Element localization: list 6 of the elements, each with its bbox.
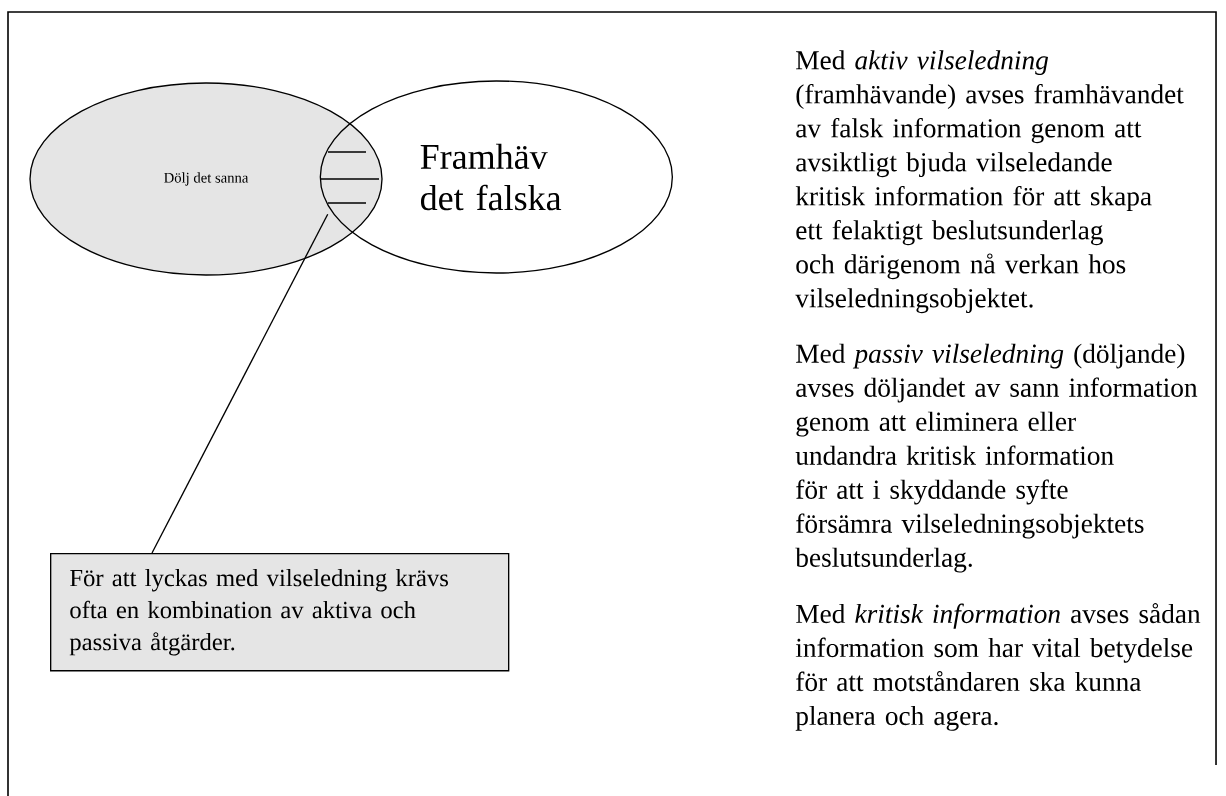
- callout-box: För att lyckas med vilseledning krävs ofta en kombination av aktiva och passiva åtgärder.: [50, 553, 510, 672]
- hatched-overlap: [319, 151, 380, 204]
- leader-line: [151, 213, 329, 554]
- paragraph: Med aktiv vilseledning (framhävande) avses framhävandet av falsk information genom att avsiktligt bjuda vilseledande kritisk information för att skapa ett felaktigt beslutsunderlag och därigenom nå verkan hos vilseledningsobjektet.: [795, 50, 1184, 314]
- paragraph: Med passiv vilseledning (döljande) avses döljandet av sann information genom att eliminera eller undandra kritisk information för att i skyddande syfte försämra vilseledningsobjektets beslutsunderlag.: [795, 343, 1198, 573]
- paragraph: Med kritisk information avses sådan information som har vital betydelse för att motståndaren ska kunna planera och agera.: [795, 603, 1201, 731]
